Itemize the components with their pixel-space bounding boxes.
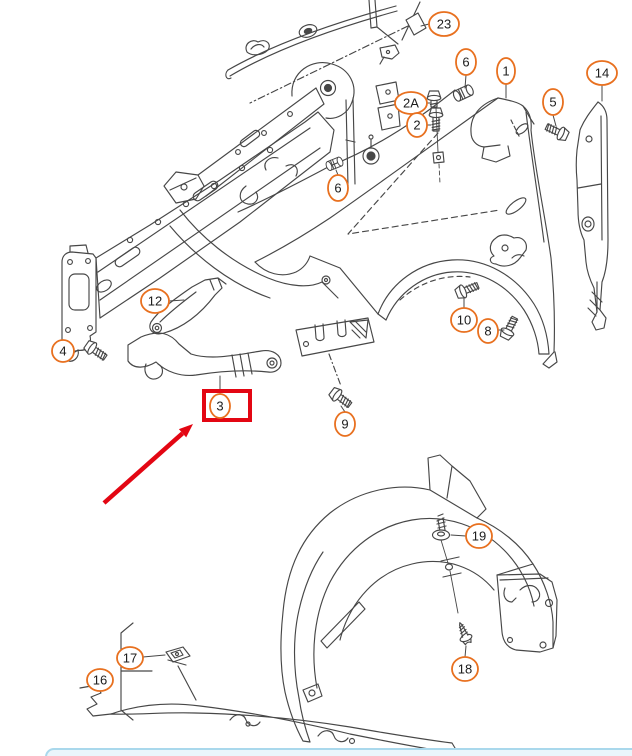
fastener-pin-19 [431, 513, 459, 614]
fastener-bolt-10 [453, 278, 482, 301]
belly-pan [79, 622, 459, 754]
svg-text:5: 5 [549, 95, 556, 110]
highlight-annotations [102, 389, 252, 505]
retainer-23 [405, 12, 427, 36]
bushing-6b [324, 155, 345, 172]
callout-8[interactable]: 8 [477, 318, 499, 344]
fastener-screw-9 [326, 385, 355, 412]
svg-text:2A: 2A [403, 96, 419, 111]
frame-rail-upper [163, 87, 325, 204]
callout-16[interactable]: 16 [86, 668, 114, 692]
highlight-arrowhead [178, 424, 193, 438]
svg-text:6: 6 [334, 181, 341, 196]
callout-23[interactable]: 23 [428, 11, 460, 37]
callout-12[interactable]: 12 [140, 288, 170, 314]
callout-18[interactable]: 18 [451, 656, 479, 682]
fastener-bolt-5 [542, 119, 571, 144]
bushing-6a [451, 83, 476, 103]
svg-text:2: 2 [413, 118, 420, 133]
callout-6[interactable]: 6 [455, 48, 477, 76]
svg-text:23: 23 [437, 17, 451, 32]
callout-17[interactable]: 17 [116, 646, 144, 670]
strut-tower [169, 62, 401, 299]
callout-5[interactable]: 5 [542, 88, 564, 116]
exploded-view-line-art [61, 0, 609, 754]
callout-3[interactable]: 3 [209, 393, 231, 419]
cowl-panel [225, 0, 421, 80]
svg-text:14: 14 [595, 66, 609, 81]
svg-text:17: 17 [123, 651, 137, 666]
bottom-panel-edge [45, 748, 632, 756]
callout-19[interactable]: 19 [465, 523, 493, 549]
svg-text:8: 8 [484, 324, 491, 339]
svg-text:4: 4 [59, 344, 66, 359]
svg-text:3: 3 [216, 399, 223, 414]
callout-1[interactable]: 1 [496, 57, 516, 85]
fender-panel [254, 97, 558, 369]
svg-text:9: 9 [341, 417, 348, 432]
callout-10[interactable]: 10 [450, 307, 478, 333]
trim-strip-14 [575, 101, 609, 331]
callout-2[interactable]: 2 [406, 112, 428, 138]
svg-text:12: 12 [148, 294, 162, 309]
svg-text:19: 19 [472, 529, 486, 544]
bracket-3 [127, 332, 282, 380]
highlight-box [202, 389, 252, 422]
highlight-arrow [102, 431, 185, 505]
wheel-arch-liner [280, 454, 558, 743]
callout-4[interactable]: 4 [51, 339, 75, 363]
fastener-bolt-4 [81, 338, 110, 364]
svg-text:1: 1 [502, 64, 509, 79]
callout-6[interactable]: 6 [327, 174, 349, 202]
svg-text:18: 18 [458, 662, 472, 677]
callout-bubbles: 23 6 1 2A 2 5 14 6 12 4 3 9 10 8 19 18 17 16 [51, 11, 618, 692]
fastener-bolt-2A [426, 90, 445, 185]
fastener-screw-18 [453, 619, 475, 647]
frame-rail-lower [95, 111, 335, 319]
svg-text:10: 10 [457, 313, 471, 328]
callout-leader-lines [73, 23, 603, 658]
svg-text:16: 16 [93, 673, 107, 688]
fastener-bolt-8 [497, 313, 522, 342]
callout-2A[interactable]: 2A [394, 91, 428, 115]
callout-9[interactable]: 9 [334, 411, 356, 437]
callout-14[interactable]: 14 [586, 60, 618, 86]
svg-text:6: 6 [462, 55, 469, 70]
